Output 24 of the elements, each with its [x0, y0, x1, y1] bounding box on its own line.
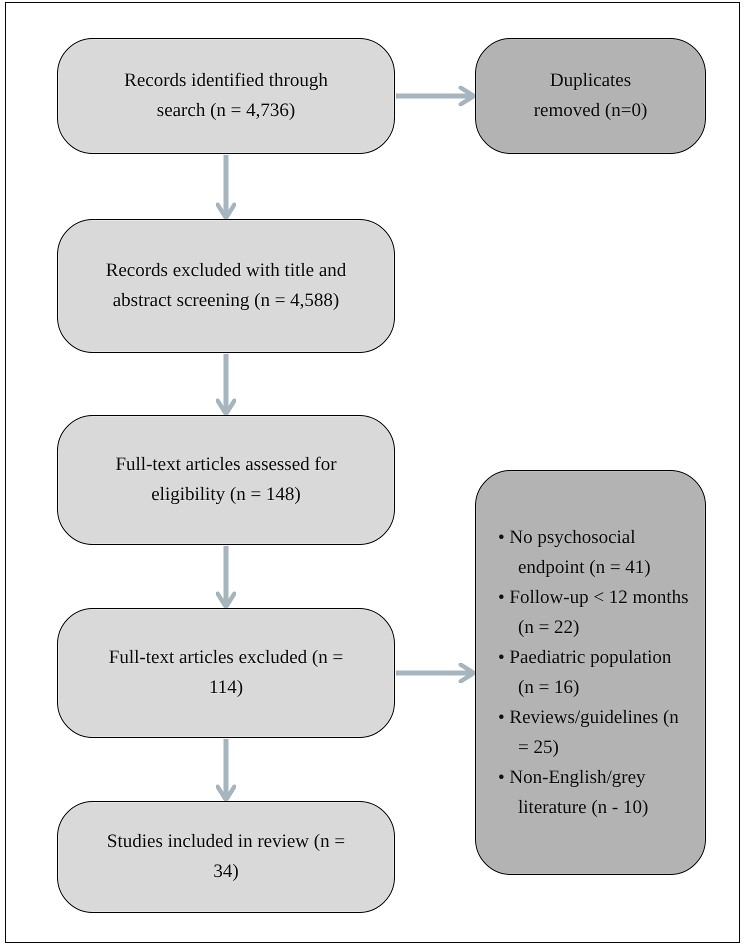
arrow	[396, 662, 476, 684]
arrow	[216, 354, 236, 416]
exclusion-reasons-box	[475, 470, 706, 875]
process-box	[57, 38, 395, 154]
box-text: Duplicates removed (n=0)	[532, 69, 648, 123]
list-item: • Paediatric population (n = 16)	[498, 646, 672, 700]
box-text: Studies included in review (n = 34)	[106, 830, 346, 884]
box-text: Records excluded with title and abstract screening (n = 4,588)	[104, 259, 348, 313]
list-item: • Follow-up < 12 months (n = 22)	[498, 586, 690, 640]
arrow	[216, 155, 236, 220]
process-box	[57, 219, 395, 353]
process-box	[57, 801, 395, 913]
box-text: Full-text articles assessed for eligibility (n = 148)	[114, 453, 338, 507]
arrow	[396, 86, 476, 106]
box-text: Full-text articles excluded (n = 114)	[108, 646, 344, 700]
arrow	[216, 546, 236, 610]
process-box	[475, 38, 706, 154]
list-item: • Reviews/guidelines (n = 25)	[498, 706, 680, 760]
arrow	[216, 739, 236, 802]
process-box	[57, 608, 395, 738]
list-item: • No psychosocial endpoint (n = 41)	[498, 526, 652, 580]
list-item: • Non-English/grey literature (n - 10)	[498, 766, 650, 820]
box-text: Records identified through search (n = 4,736)	[123, 69, 329, 123]
process-box	[57, 415, 395, 545]
